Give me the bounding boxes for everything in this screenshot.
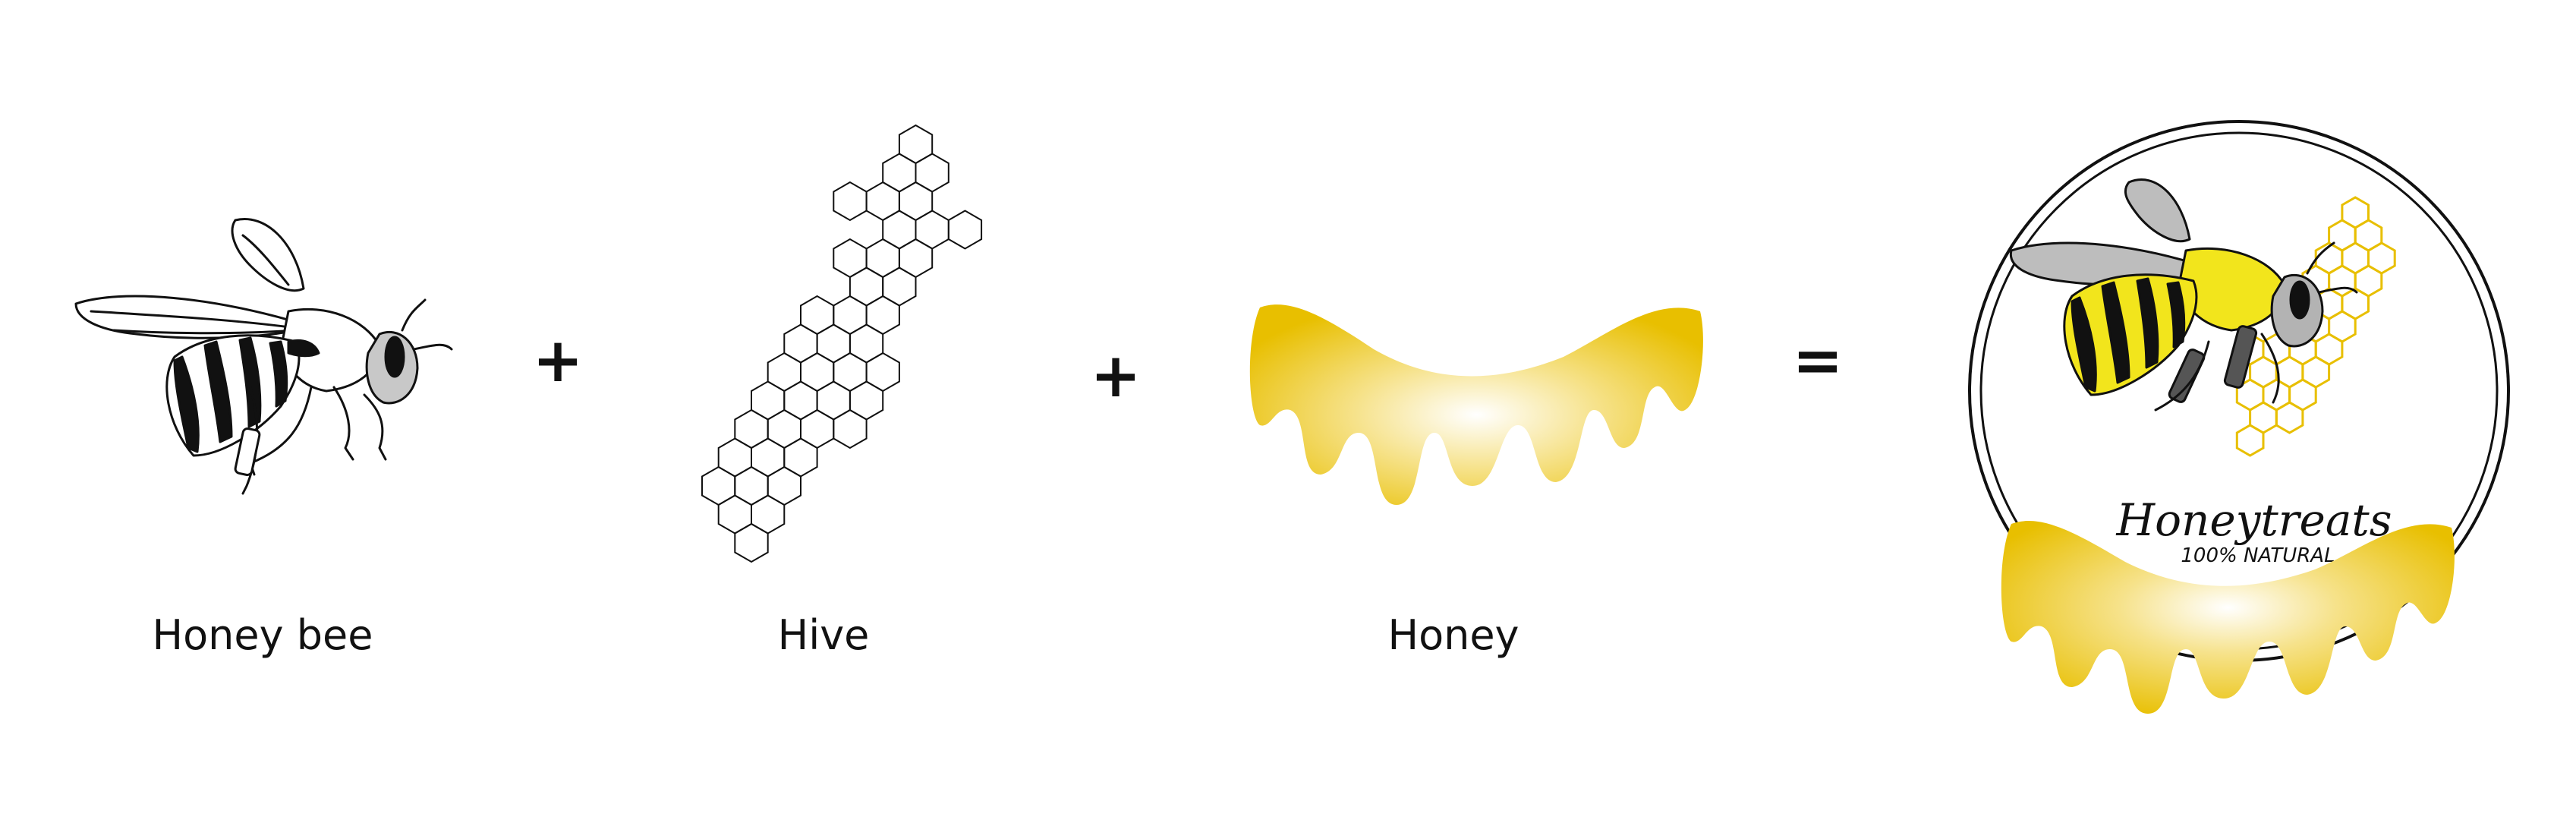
hex-cell: [783, 323, 818, 364]
hex-cell: [882, 210, 917, 250]
hex-cell: [833, 181, 868, 222]
hex-cell: [701, 465, 736, 506]
hex-cell: [915, 153, 949, 193]
hex-cell: [734, 522, 769, 563]
hive-illustration: [701, 114, 1025, 563]
honey-bee-illustration: [61, 205, 455, 509]
hex-cell: [865, 181, 900, 222]
hex-cell: [800, 408, 835, 449]
hex-cell: [833, 408, 868, 449]
hex-cell: [865, 238, 900, 279]
hex-cell: [783, 380, 818, 421]
hex-cell: [865, 295, 900, 336]
logo-emblem: Honeytreats 100% NATURAL: [1968, 120, 2510, 714]
hex-cell: [833, 295, 868, 336]
hex-cell: [717, 437, 752, 478]
hex-cell: [783, 437, 818, 478]
element-label-hive: Hive: [777, 611, 870, 659]
hex-cell: [898, 238, 934, 279]
hex-cell: [833, 238, 868, 279]
hex-cell: [898, 124, 934, 165]
hex-cell: [849, 266, 884, 307]
element-label-bee: Honey bee: [152, 611, 373, 659]
hex-cell: [767, 408, 801, 449]
hex-cell: [898, 181, 934, 222]
honeycomb-icon: [701, 124, 983, 563]
logo-brand-text: Honeytreats: [2116, 494, 2392, 546]
plus-operator-2: +: [1090, 340, 1142, 411]
hex-cell: [833, 352, 868, 393]
hex-cell: [865, 352, 900, 393]
equals-operator: =: [1792, 325, 1844, 396]
hex-cell: [882, 266, 917, 307]
hex-cell: [717, 494, 752, 535]
hex-cell: [947, 210, 983, 250]
logo-tagline-text: 100% NATURAL: [2181, 544, 2335, 567]
hex-cell: [2235, 424, 2265, 457]
honey-bee-icon: [74, 218, 453, 495]
plus-operator-1: +: [532, 325, 584, 396]
hex-cell: [751, 494, 786, 535]
hex-cell: [800, 295, 835, 336]
hex-cell: [734, 408, 769, 449]
hex-cell: [767, 352, 801, 393]
honeytreats-logo: Honeytreats 100% NATURAL: [1951, 120, 2527, 714]
hex-cell: [751, 380, 786, 421]
hex-cell: [2275, 401, 2304, 434]
hex-cell: [816, 323, 851, 364]
hex-cell: [849, 323, 884, 364]
honey-drip-icon: [1249, 304, 1703, 505]
honey-illustration: [1245, 296, 1715, 505]
hex-cell: [816, 380, 851, 421]
hex-cell: [800, 352, 835, 393]
hex-cell: [849, 380, 884, 421]
hex-cell: [734, 465, 769, 506]
hex-cell: [915, 210, 949, 250]
hex-cell: [751, 437, 786, 478]
hex-cell: [767, 465, 801, 506]
hex-cell: [882, 153, 917, 193]
element-label-honey: Honey: [1387, 611, 1519, 659]
